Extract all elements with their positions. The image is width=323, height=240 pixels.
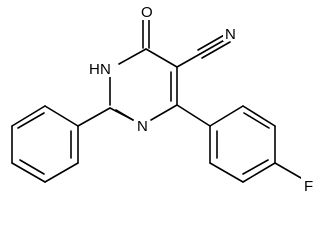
- atom-labels: O N H N N F: [89, 3, 315, 195]
- phenyl-bond-5: [44, 162, 79, 183]
- chemical-structure: O N H N N F: [11, 3, 315, 195]
- phenyl-bond-1: [44, 105, 79, 127]
- nitrile-nitrogen-label-bg: [223, 24, 237, 41]
- bond-cn-triple-3: [201, 41, 231, 59]
- bond-n1-c6: [150, 104, 178, 121]
- amide-nh-label-bg: [89, 60, 113, 77]
- fluorophenyl-inner-3: [242, 159, 269, 175]
- phenyl-inner-2: [19, 159, 45, 175]
- bond-c2-n1-inner: [115, 109, 134, 121]
- bond-c2-phenyl: [77, 107, 111, 127]
- bond-cn-triple-1: [197, 33, 227, 51]
- fluorophenyl-bond-1: [209, 105, 244, 127]
- fluorophenyl-bond-2: [242, 105, 276, 127]
- fluorine-label-bg: [301, 176, 315, 193]
- nitrile-nitrogen-label: N: [225, 26, 236, 43]
- bond-c-f: [274, 162, 302, 179]
- amide-hydrogen-label: H: [89, 61, 100, 78]
- ring-nitrogen-label: N: [137, 118, 148, 135]
- bond-c6-fluorophenyl: [176, 104, 211, 127]
- amide-nitrogen-label: N: [100, 61, 111, 78]
- fluorophenyl-bond-5: [209, 162, 244, 183]
- fluorine-label: F: [304, 178, 313, 195]
- bond-c5-cn: [176, 53, 201, 68]
- fluorophenyl-inner-2: [243, 112, 270, 129]
- bond-c4-n3: [118, 48, 147, 65]
- phenyl-bond-2: [11, 105, 46, 127]
- bond-c4-c5: [145, 48, 178, 68]
- bonds: [11, 19, 302, 183]
- phenyl-inner-1: [17, 112, 45, 129]
- fluorophenyl-bond-4: [242, 162, 276, 183]
- phenyl-bond-4: [11, 162, 46, 183]
- ring-nitrogen-label-bg: [135, 117, 149, 134]
- oxygen-label: O: [141, 4, 153, 21]
- oxygen-label-bg: [140, 3, 154, 20]
